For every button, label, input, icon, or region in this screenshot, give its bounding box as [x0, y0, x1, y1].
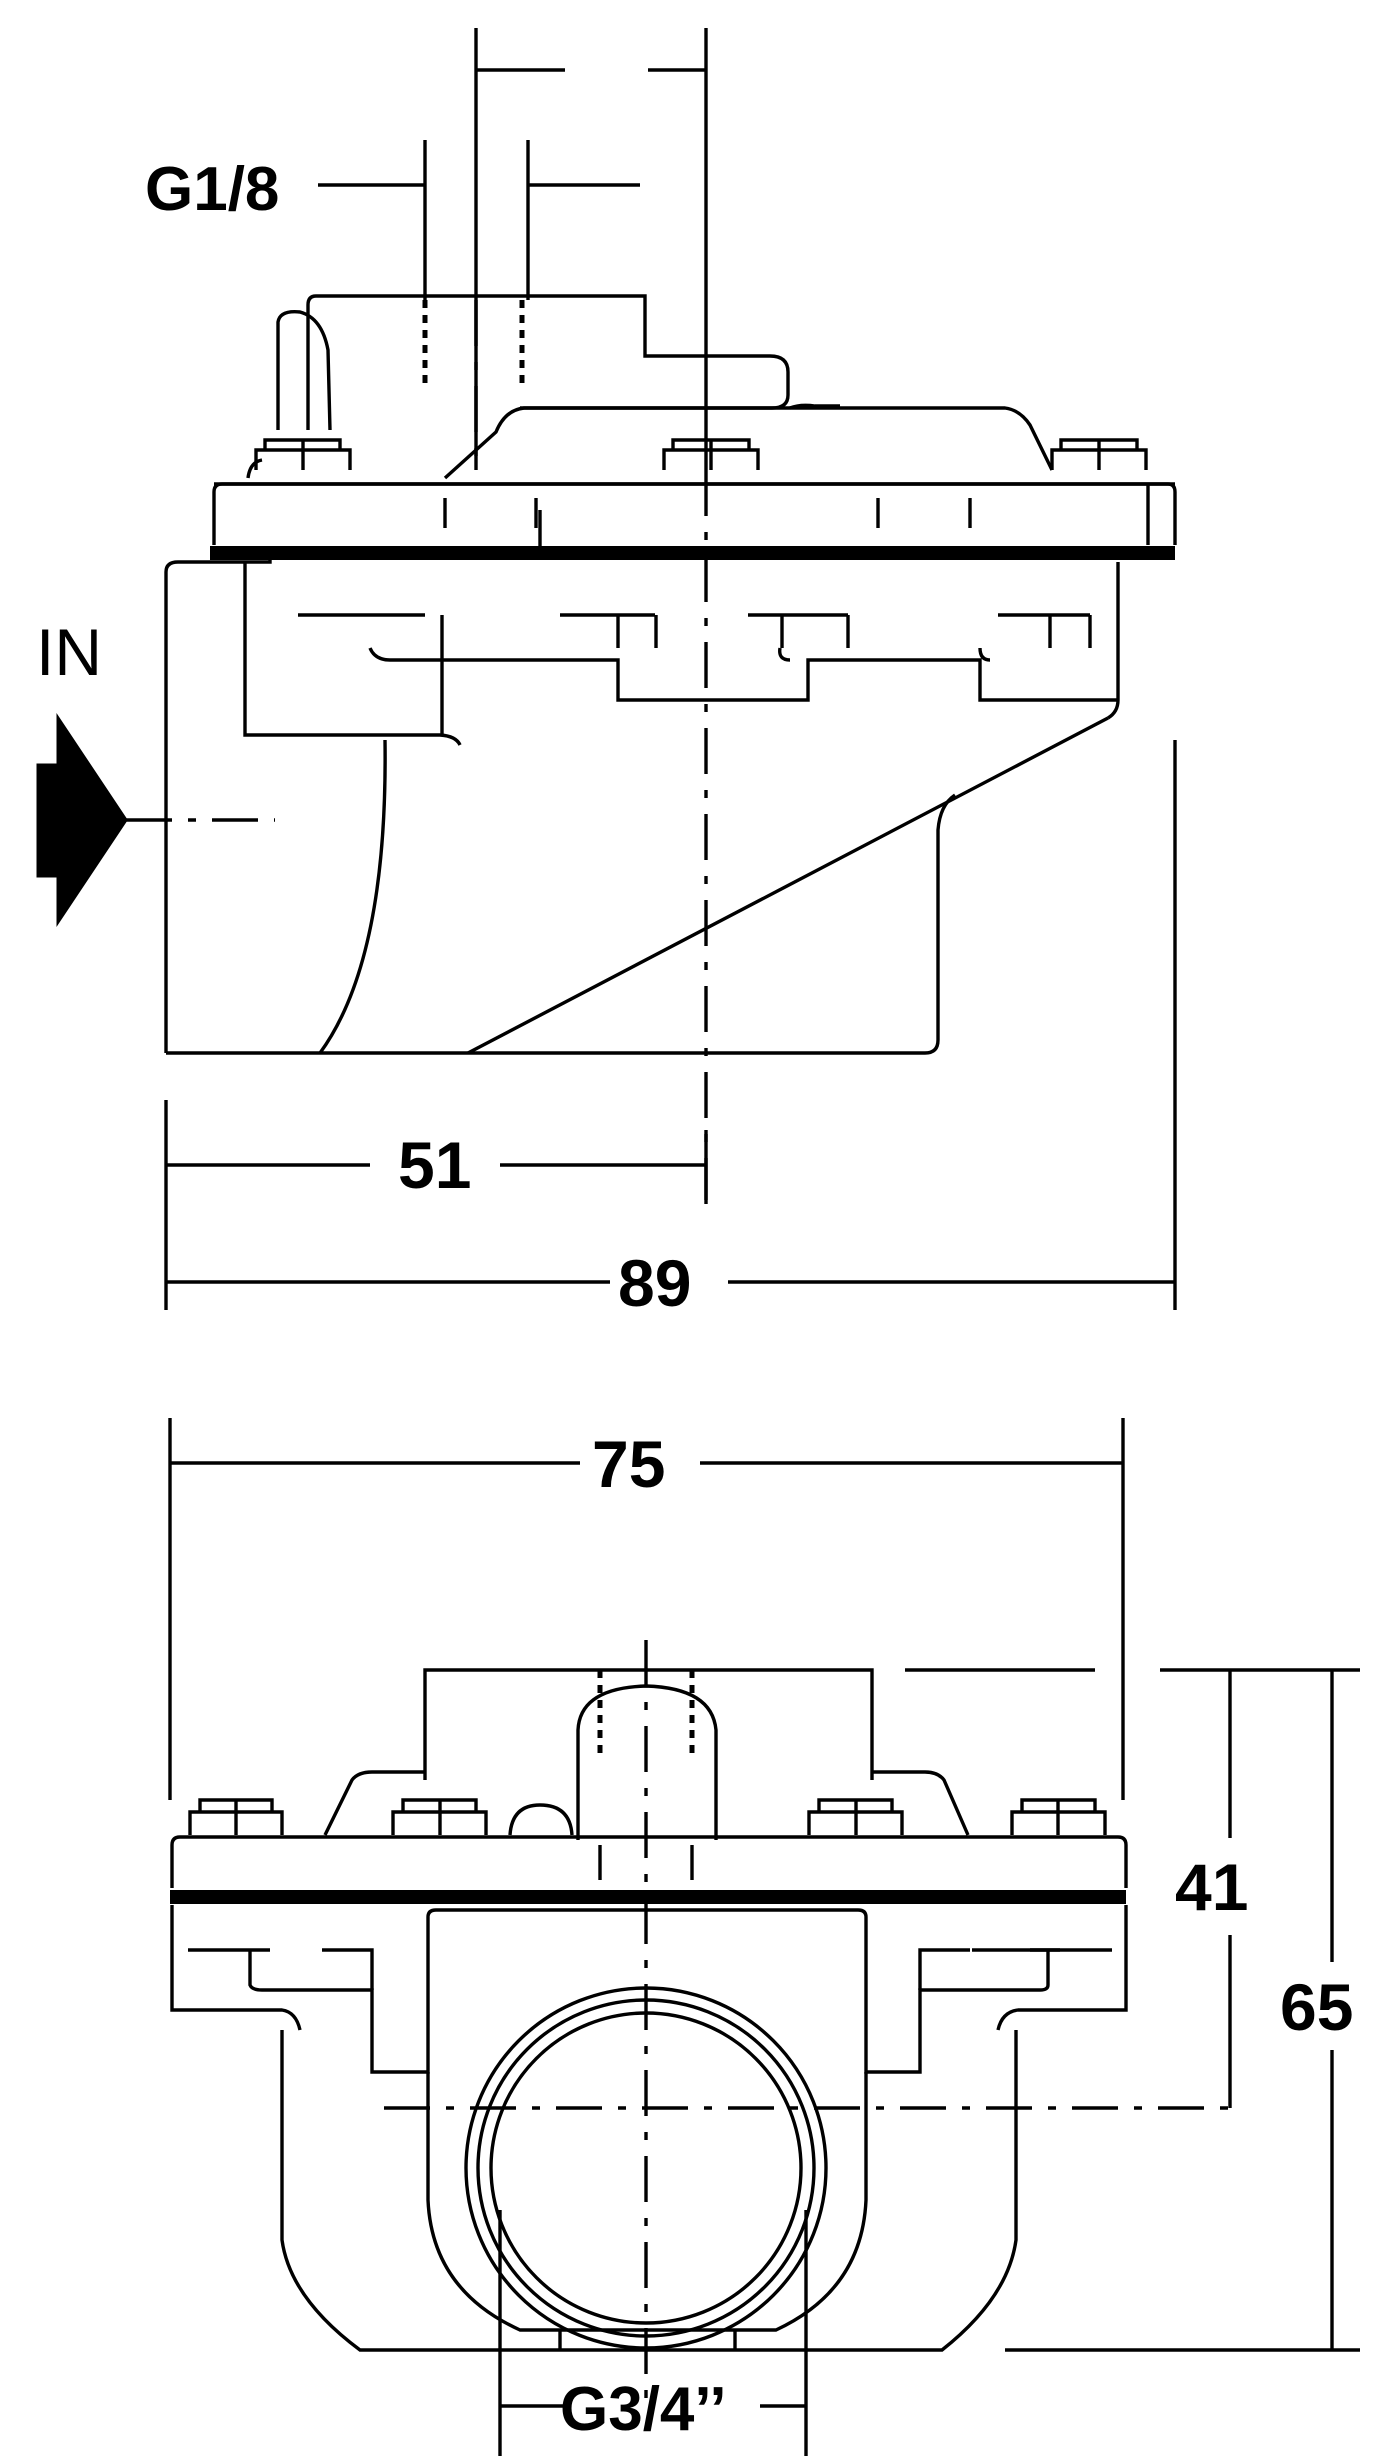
pilot-dim-right — [648, 28, 708, 470]
pilot-dim-left — [474, 28, 565, 470]
bolt-center — [662, 438, 760, 470]
bolt-right — [1050, 438, 1148, 470]
front-bolt-1 — [188, 1798, 284, 1835]
pilot-housing — [306, 294, 790, 480]
inlet-curve — [318, 739, 387, 1055]
front-bolt-3 — [807, 1798, 904, 1835]
front-inner-left2 — [322, 1948, 970, 1990]
cover-small-step — [789, 403, 840, 410]
outlet-neck — [924, 793, 957, 1055]
front-shoulder-right — [872, 1770, 970, 1836]
pilot-cap — [276, 310, 332, 431]
front-body-taper — [280, 2030, 1018, 2352]
front-body-right — [996, 1905, 1128, 2031]
front-cover-plate — [170, 1835, 1128, 1888]
outlet-housing — [426, 2072, 868, 2332]
front-shoulder-left — [323, 1770, 425, 1836]
bolt-left — [246, 438, 352, 479]
front-body-left — [170, 1905, 302, 2031]
dim-75-label: 75 — [592, 1427, 665, 1501]
front-view — [168, 1418, 1360, 2456]
outlet-thread-label: G3/4’’ — [560, 2375, 727, 2444]
front-inner-left — [188, 1908, 1112, 2074]
side-view — [36, 28, 1177, 1310]
outlet-thread-step — [558, 2330, 737, 2350]
pilot-port-label: G1/8 — [145, 155, 279, 224]
dim-65-label: 65 — [1280, 1970, 1353, 2044]
dim-89-label: 89 — [618, 1246, 691, 1320]
inlet-arrow — [36, 713, 128, 927]
body-shelf-right — [748, 613, 1092, 648]
pilot-port-leader — [318, 140, 640, 300]
cover-plate — [212, 482, 1177, 545]
front-cover-holes — [598, 1845, 694, 1880]
cover-bolt-holes — [443, 498, 972, 528]
dim-51-label: 51 — [398, 1128, 471, 1202]
body-shelf-right2 — [778, 647, 991, 662]
inlet-label: IN — [36, 615, 102, 689]
body-left-divider — [440, 510, 542, 735]
cover-slope — [520, 406, 1054, 471]
body-inner-step — [243, 562, 462, 746]
body-mid-shelf — [298, 613, 1118, 702]
body-right-wall — [1107, 562, 1120, 720]
cover-plate-inner — [214, 482, 1175, 545]
dim-41-label: 41 — [1175, 1850, 1248, 1924]
front-pilot-housing — [423, 1668, 874, 1780]
front-bolt-2 — [391, 1798, 488, 1835]
outlet-bevel — [467, 716, 1109, 1055]
front-dome — [508, 1803, 574, 1836]
front-bolt-4 — [1010, 1798, 1107, 1835]
body-shelf-left — [560, 613, 658, 648]
body-inlet-flange — [164, 553, 272, 1053]
